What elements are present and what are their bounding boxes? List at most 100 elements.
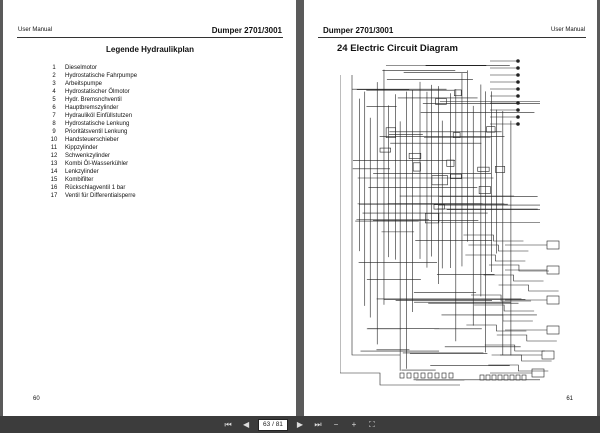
right-page-number: 61	[566, 396, 573, 402]
legend-item-number: 14	[50, 169, 58, 175]
legend-item-text: Hydrostatische Fahrpumpe	[65, 73, 138, 79]
legend-item-number: 8	[52, 121, 56, 127]
legend-item: 4 Hydrostatischer Ölmotor	[43, 88, 137, 96]
legend-item: 8 Hydrostatische Lenkung	[43, 120, 137, 128]
fullscreen-icon[interactable]: ⛶	[369, 419, 375, 429]
circuit-connector	[521, 374, 527, 381]
legend-item-text: Kippzylinder	[65, 145, 98, 151]
circuit-connector	[491, 374, 497, 381]
circuit-connector	[497, 374, 503, 381]
legend-item-number: 17	[50, 193, 58, 199]
circuit-connector	[503, 374, 509, 381]
legend-item-text: Dieselmotor	[65, 65, 98, 71]
page-indicator-input[interactable]: 63 / 81	[258, 418, 288, 431]
legend-item: 2 Hydrostatische Fahrpumpe	[43, 72, 137, 80]
zoom-out-icon[interactable]: −	[333, 420, 339, 429]
circuit-wire	[468, 244, 529, 252]
circuit-component	[478, 186, 491, 194]
circuit-component	[425, 213, 440, 224]
legend-item-number: 16	[50, 185, 58, 191]
legend-item-text: Prioritätsventil Lenkung	[65, 129, 128, 135]
circuit-component	[431, 175, 448, 186]
legend-item-number: 2	[52, 73, 56, 79]
circuit-wire	[340, 75, 460, 386]
circuit-relay	[541, 350, 555, 360]
legend-item: 17 Ventil für Differentialsperre	[43, 192, 137, 200]
circuit-wire	[463, 234, 524, 242]
circuit-connector	[515, 374, 521, 381]
legend-item-text: Hydrostatischer Ölmotor	[65, 89, 130, 95]
circuit-component	[408, 152, 422, 159]
left-header-title: Dumper 2701/3001	[211, 26, 282, 35]
legend-item-text: Kombi Öl-Wasserkühler	[65, 161, 129, 167]
right-page: Dumper 2701/3001 User Manual 24 Electric…	[304, 0, 597, 416]
legend-item-text: Schwenkzylinder	[65, 153, 111, 159]
previous-page-icon[interactable]: ◀	[242, 420, 250, 429]
circuit-wire	[472, 314, 533, 322]
legend-item: 1 Dieselmotor	[43, 64, 137, 72]
circuit-wire	[496, 334, 557, 342]
left-page: User Manual Dumper 2701/3001 Legende Hyd…	[3, 0, 296, 416]
circuit-connector	[406, 372, 412, 379]
legend-item-number: 4	[52, 89, 56, 95]
legend-item: 14 Lenkzylinder	[43, 168, 137, 176]
legend-item-number: 9	[52, 129, 56, 135]
legend-item-text: Lenkzylinder	[65, 169, 99, 175]
circuit-component	[379, 147, 391, 153]
circuit-wire	[351, 75, 400, 356]
legend-item-text: Hydrostatische Lenkung	[65, 121, 130, 127]
legend-item-number: 13	[50, 161, 58, 167]
legend-item-number: 1	[52, 65, 56, 71]
circuit-wire	[466, 324, 527, 332]
legend-item-text: Arbeitspumpe	[65, 81, 103, 87]
circuit-wire	[491, 354, 552, 362]
circuit-component	[412, 162, 421, 172]
circuit-connector	[485, 374, 491, 381]
circuit-connector	[434, 372, 440, 379]
circuit-component	[385, 127, 396, 138]
electric-circuit-diagram	[340, 59, 560, 386]
next-page-icon[interactable]: ▶	[296, 420, 304, 429]
diagram-title: 24 Electric Circuit Diagram	[337, 43, 458, 54]
circuit-wire	[474, 304, 535, 312]
legend-item-number: 11	[50, 145, 58, 151]
circuit-wire	[484, 344, 545, 352]
circuit-wire	[488, 264, 549, 272]
circuit-relay	[546, 295, 560, 305]
circuit-component	[433, 204, 445, 210]
zoom-in-icon[interactable]: +	[351, 420, 357, 429]
legend-title: Legende Hydraulikplan	[106, 45, 195, 54]
circuit-relay	[546, 265, 560, 275]
circuit-relay	[546, 240, 560, 250]
legend-item-number: 5	[52, 97, 56, 103]
legend-item-text: Handsteuerschieber	[65, 137, 119, 143]
legend-item: 11 Kippzylinder	[43, 144, 137, 152]
circuit-relay	[546, 325, 560, 335]
circuit-wire	[465, 254, 526, 262]
left-page-number: 60	[33, 396, 40, 402]
circuit-component	[477, 166, 490, 172]
circuit-component	[435, 98, 447, 105]
legend-item-text: Hauptbremszylinder	[65, 105, 119, 111]
circuit-relay	[531, 368, 545, 378]
left-header-manual: User Manual	[18, 27, 53, 33]
legend-item: 9 Prioritätsventil Lenkung	[43, 128, 137, 136]
right-header-rule	[318, 37, 586, 38]
viewer-toolbar: ⏮ ◀ 63 / 81 ▶ ⏭ − + ⛶	[0, 416, 600, 433]
right-header-title: Dumper 2701/3001	[323, 26, 394, 35]
first-page-icon[interactable]: ⏮	[224, 419, 232, 429]
circuit-component	[446, 159, 455, 167]
circuit-component	[452, 132, 461, 138]
circuit-connector	[399, 372, 405, 379]
circuit-component	[450, 173, 462, 179]
circuit-wire	[483, 274, 544, 282]
last-page-icon[interactable]: ⏭	[314, 419, 322, 429]
legend-item-text: Ventil für Differentialsperre	[65, 193, 136, 199]
circuit-connector	[420, 372, 426, 379]
